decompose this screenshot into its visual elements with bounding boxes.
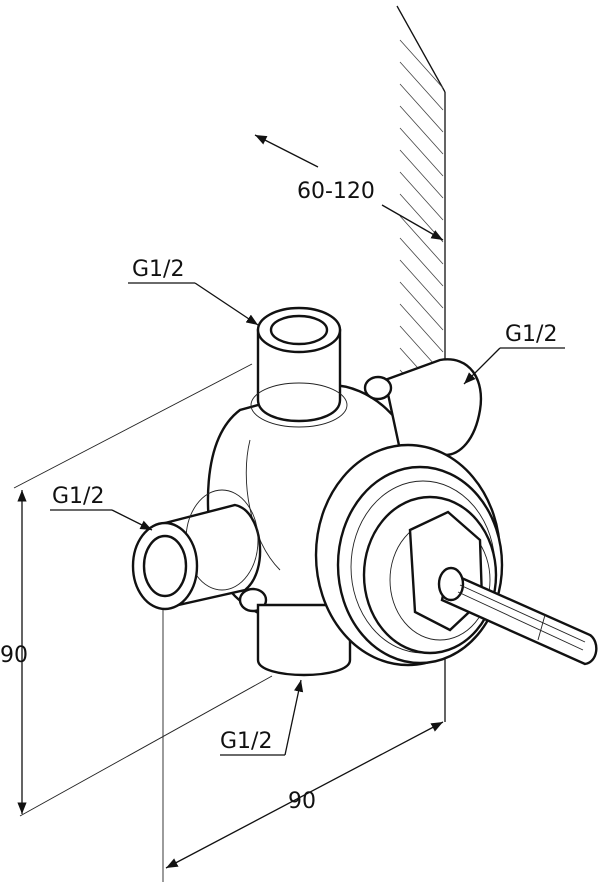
connection-left: G1/2	[50, 484, 153, 531]
connection-bottom: G1/2	[220, 679, 304, 756]
connection-top: G1/2	[128, 257, 259, 326]
hatch-line	[399, 149, 444, 199]
hatch-line	[399, 127, 444, 177]
hatch-line	[399, 39, 444, 89]
connection-right: G1/2	[463, 322, 565, 385]
valve-body	[131, 306, 598, 677]
hatch-line	[399, 303, 444, 353]
hatch-line	[399, 171, 444, 221]
hatch-line	[399, 61, 444, 111]
hatch-line	[399, 281, 444, 331]
hatch-line	[399, 83, 444, 133]
connection-top-label: G1/2	[132, 257, 184, 282]
hatch-line	[399, 259, 444, 309]
connection-bottom-label: G1/2	[220, 729, 272, 754]
wall-depth-dimension: 60-120	[254, 134, 444, 241]
width-label: 90	[288, 789, 316, 814]
hatch-line	[399, 215, 444, 265]
height-dimension: 90	[0, 363, 273, 817]
connection-left-label: G1/2	[52, 484, 104, 509]
hatch-line	[399, 193, 444, 243]
height-label: 90	[0, 643, 28, 668]
connection-right-label: G1/2	[505, 322, 557, 347]
wall-depth-label: 60-120	[297, 179, 375, 204]
width-dimension: 90	[162, 608, 444, 882]
hatch-line	[399, 237, 444, 287]
hatch-line	[399, 105, 444, 155]
